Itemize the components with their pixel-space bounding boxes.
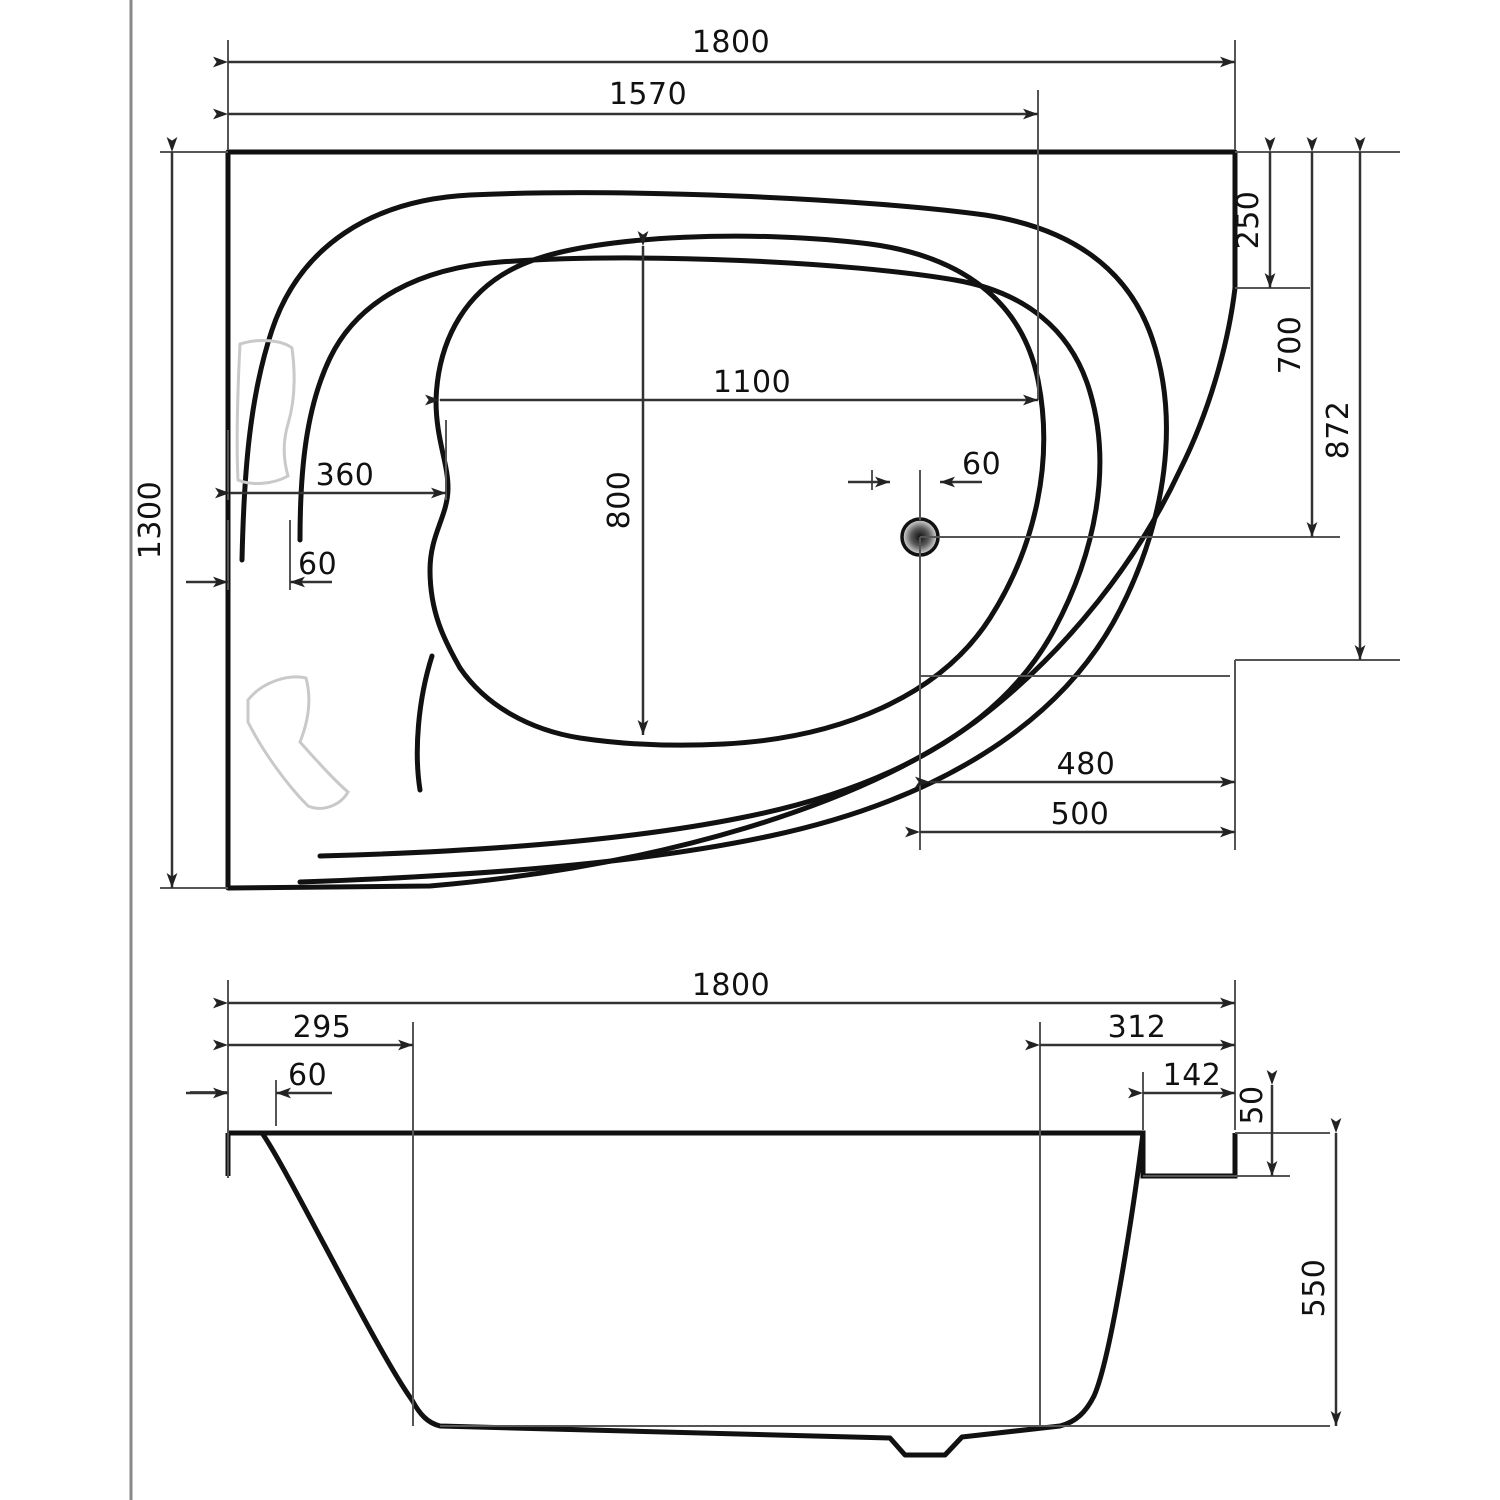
- dim-60-drain: 60: [848, 447, 1001, 488]
- section-dim-142: 142: [1128, 1058, 1235, 1099]
- dim-label-1300: 1300: [133, 481, 168, 559]
- section-dim-1800: 1800: [213, 968, 1235, 1009]
- tub-rim-inner-curve: [239, 190, 1169, 885]
- dim-label-section-295: 295: [293, 1010, 352, 1045]
- dim-label-480: 480: [1057, 747, 1116, 782]
- dim-250: 250: [1231, 137, 1276, 288]
- dim-label-section-550: 550: [1297, 1259, 1332, 1318]
- dim-700: 700: [1273, 137, 1318, 537]
- section-dim-60: 60: [186, 1058, 332, 1099]
- dim-label-1570: 1570: [609, 77, 687, 112]
- dim-label-section-312: 312: [1108, 1010, 1167, 1045]
- top-view: 1800 1570 1300 1100 800 360: [133, 25, 1400, 891]
- dim-label-700: 700: [1273, 316, 1308, 375]
- dim-label-1100: 1100: [713, 365, 791, 400]
- headrest-lower: [246, 675, 350, 810]
- tub-outer-rim-outline: [225, 149, 1238, 891]
- tub-bowl-middle-line: [297, 255, 1103, 859]
- dim-360: 360: [215, 458, 446, 499]
- section-dim-312: 312: [1025, 1010, 1235, 1051]
- dim-label-800: 800: [602, 471, 637, 530]
- section-dim-50: 50: [1235, 1070, 1278, 1176]
- section-extension-lines: [190, 980, 1236, 1426]
- dim-1300: 1300: [133, 137, 178, 888]
- dim-label-872: 872: [1321, 401, 1356, 460]
- tub-section-profile: [225, 1130, 1330, 1458]
- section-dim-550: 550: [1297, 1118, 1342, 1426]
- dim-1570: 1570: [213, 77, 1038, 120]
- section-dim-295: 295: [213, 1010, 413, 1051]
- dim-label-1800-top: 1800: [692, 25, 770, 60]
- dim-label-500: 500: [1051, 797, 1110, 832]
- dim-800: 800: [602, 231, 649, 735]
- dim-label-section-50: 50: [1235, 1085, 1270, 1124]
- dim-label-section-60: 60: [288, 1058, 327, 1093]
- dim-label-250: 250: [1231, 191, 1266, 250]
- tub-inner-bowl-outline: [427, 233, 1047, 748]
- headrest-upper: [235, 339, 296, 485]
- dim-label-section-1800: 1800: [692, 968, 770, 1003]
- dim-500: 500: [905, 797, 1235, 838]
- dim-label-60-drain: 60: [962, 447, 1001, 482]
- dim-60-left: 60: [186, 547, 337, 588]
- dim-872: 872: [1321, 137, 1366, 660]
- dim-label-360: 360: [316, 458, 375, 493]
- dim-480: 480: [915, 747, 1235, 788]
- dim-label-60-left: 60: [298, 547, 337, 582]
- dim-1100: 1100: [425, 365, 1038, 406]
- section-view: 1800 295 60 312 142 50: [186, 968, 1342, 1458]
- tub-inner-foot-arc: [414, 653, 435, 793]
- dim-1800-top: 1800: [213, 25, 1235, 68]
- dim-label-section-142: 142: [1163, 1058, 1222, 1093]
